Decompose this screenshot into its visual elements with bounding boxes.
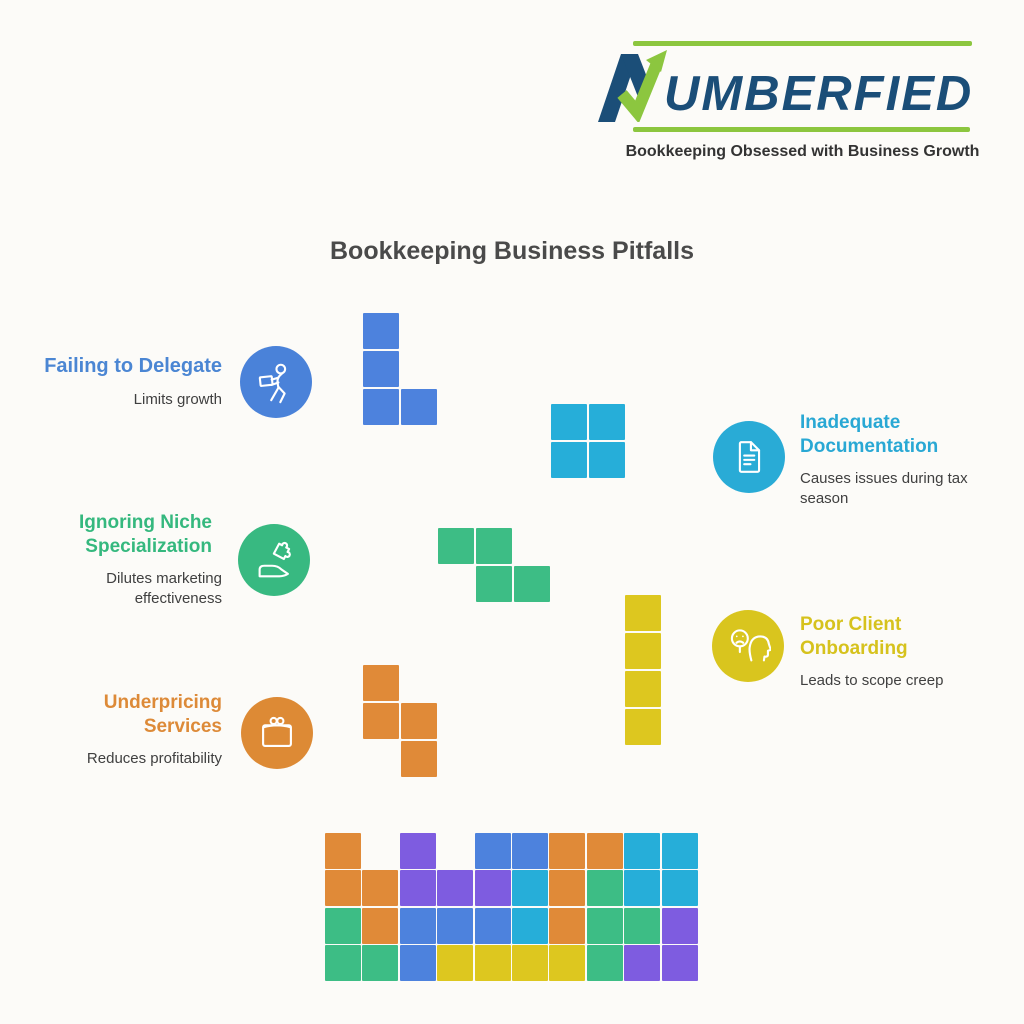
pitfall-subtext: Reduces profitability: [86, 750, 222, 768]
stack-cell: [512, 833, 548, 869]
pitfall-heading: Ignoring Niche Specialization: [79, 512, 212, 557]
hand-puzzle-icon: [258, 541, 291, 578]
o-piece-cell: [589, 442, 625, 478]
stack-cell: [661, 870, 698, 907]
stack-cell: [624, 907, 661, 944]
stack-cell: [586, 907, 623, 944]
stack-cell: [512, 907, 548, 944]
stack-cell: [586, 945, 623, 982]
stack-cell: [549, 945, 586, 982]
z-piece-cell: [476, 528, 512, 564]
stack-cell: [474, 870, 511, 907]
pitfall-subtext: Dilutes marketing effectiveness: [106, 570, 222, 607]
stack-cell: [474, 907, 511, 944]
stack-cell: [325, 833, 361, 869]
stack-cell: [624, 833, 661, 869]
pitfall-subtext: Limits growth: [133, 390, 222, 408]
stack-cell: [549, 870, 586, 907]
growth-arrow-check-icon: [598, 50, 667, 122]
stack-cell: [325, 907, 361, 944]
s-piece-cell: [401, 741, 437, 777]
pitfall-heading: Underpricing Services: [103, 692, 222, 737]
o-piece-cell: [551, 404, 587, 440]
stack-cell: [661, 833, 698, 869]
stack-cell: [549, 907, 586, 944]
pitfall-subtext: Leads to scope creep: [800, 672, 944, 690]
logo-bottom-rule: [633, 127, 970, 132]
stack-cell: [325, 870, 361, 907]
j-piece-cell: [363, 313, 399, 349]
stack-cell: [437, 945, 474, 982]
i-piece-cell: [625, 709, 661, 745]
delegate-badge: [240, 346, 312, 418]
person-carrying-box-icon: [258, 363, 287, 404]
page-title: Bookkeeping Business Pitfalls: [330, 237, 694, 265]
o-piece-cell: [551, 442, 587, 478]
z-piece-cell: [438, 528, 474, 564]
logo-top-rule: [633, 41, 972, 46]
stack-cell: [661, 945, 698, 982]
stack-cell: [624, 945, 661, 982]
j-piece-cell: [401, 389, 437, 425]
stack-cell: [399, 833, 436, 869]
o-piece-cell: [589, 404, 625, 440]
pitfall-poor-client-onboarding: Poor Client Onboarding Leads to scope cr…: [800, 613, 943, 691]
j-piece-cell: [363, 351, 399, 387]
z-piece-cell: [514, 566, 550, 602]
stack-cell: [512, 945, 548, 982]
stack-cell: [362, 945, 399, 982]
stack-cell: [474, 945, 511, 982]
documentation-badge: [713, 421, 785, 493]
pitfall-inadequate-documentation: Inadequate Documentation Causes issues d…: [800, 411, 990, 508]
i-piece-cell: [625, 671, 661, 707]
underpricing-badge: [241, 697, 313, 769]
stack-cell: [512, 870, 548, 907]
s-piece-cell: [363, 703, 399, 739]
pitfall-heading: Failing to Delegate: [44, 355, 222, 377]
brand-name-text: UMBERFIED: [664, 67, 974, 121]
stack-cell: [399, 870, 436, 907]
s-piece-cell: [401, 703, 437, 739]
brand-logo: UMBERFIED: [588, 50, 973, 122]
pitfall-ignoring-niche-specialization: Ignoring Niche Specialization Dilutes ma…: [52, 511, 222, 608]
z-piece-cell: [476, 566, 512, 602]
stack-cell: [362, 870, 399, 907]
onboarding-badge: [712, 610, 784, 682]
stack-cell: [437, 907, 474, 944]
stack-cell: [586, 870, 623, 907]
stack-cell: [474, 833, 511, 869]
pitfall-heading: Inadequate Documentation: [800, 412, 939, 457]
document-icon: [738, 441, 761, 473]
brand-tagline: Bookkeeping Obsessed with Business Growt…: [625, 143, 980, 160]
stack-cell: [325, 945, 361, 982]
stack-cell: [437, 870, 474, 907]
stack-cell: [399, 907, 436, 944]
stack-cell: [586, 833, 623, 869]
niche-badge: [238, 524, 310, 596]
stack-cell: [362, 907, 399, 944]
i-piece-cell: [625, 595, 661, 631]
stack-cell: [661, 907, 698, 944]
briefcase-icon: [262, 716, 292, 747]
j-piece-cell: [363, 389, 399, 425]
s-piece-cell: [363, 665, 399, 701]
pitfall-failing-to-delegate: Failing to Delegate Limits growth: [44, 354, 222, 409]
i-piece-cell: [625, 633, 661, 669]
stack-cell: [624, 870, 661, 907]
stack-cell: [549, 833, 586, 869]
pitfall-underpricing-services: Underpricing Services Reduces profitabil…: [82, 691, 222, 769]
pitfall-subtext: Causes issues during tax season: [800, 470, 968, 507]
stack-cell: [399, 945, 436, 982]
pitfall-heading: Poor Client Onboarding: [800, 614, 908, 659]
sad-face-head-profile-icon: [730, 629, 771, 662]
